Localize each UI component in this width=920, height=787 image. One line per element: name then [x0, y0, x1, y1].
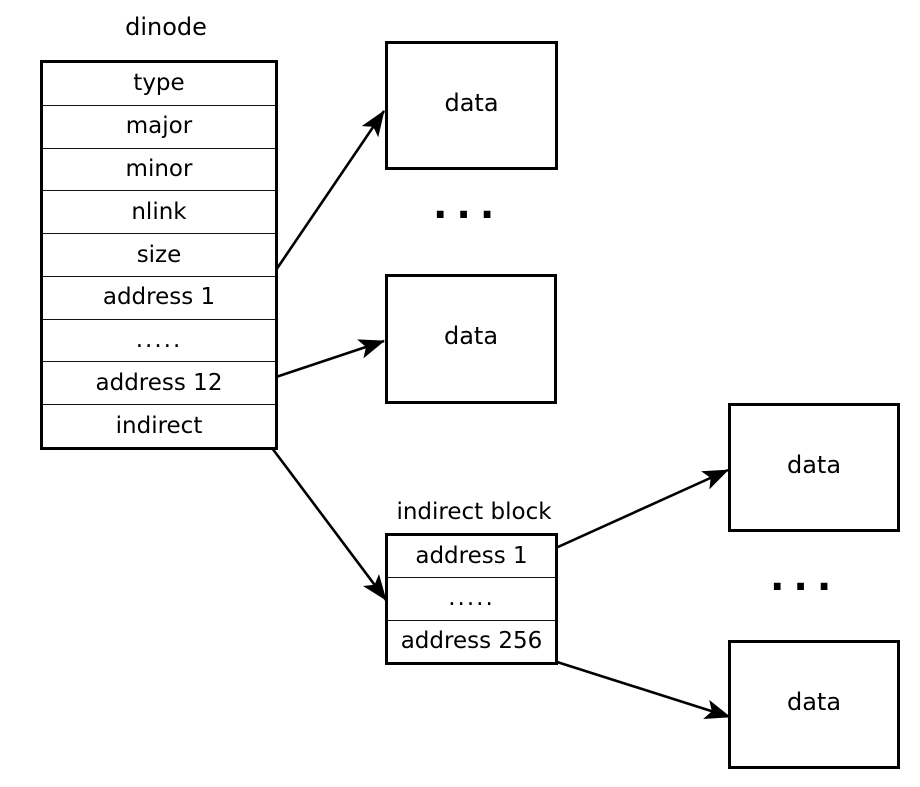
dinode-row-major: major [43, 106, 275, 149]
data-box-2: data [385, 274, 557, 404]
ellipsis-direct: ... [433, 183, 504, 227]
indirect-block-table: address 1 ..... address 256 [385, 533, 558, 665]
dinode-row-minor: minor [43, 149, 275, 192]
dinode-row-nlink: nlink [43, 191, 275, 235]
indirect-block-title: indirect block [396, 499, 552, 525]
dinode-row-address-12: address 12 [43, 362, 275, 406]
arrow-ind-address256-to-data4 [534, 653, 731, 719]
dinode-title: dinode [125, 13, 207, 41]
dinode-table: type major minor nlink size address 1 ..… [40, 60, 278, 450]
ellipsis-indirect: ... [770, 555, 841, 599]
arrow-indirect-to-indirect-block [255, 427, 388, 601]
dinode-row-size: size [43, 234, 275, 277]
indirect-row-dots: ..... [388, 578, 555, 621]
dinode-row-address-1: address 1 [43, 277, 275, 320]
dinode-row-indirect: indirect [115, 412, 203, 439]
dinode-row-dots: ..... [43, 320, 275, 363]
indirect-row-address-1: address 1 [388, 536, 555, 579]
dinode-row-type: type [43, 63, 275, 106]
arrow-ind-address1-to-data3 [537, 468, 729, 558]
data-box-1: data [385, 41, 558, 170]
indirect-row-address-256: address 256 [400, 627, 543, 654]
data-box-4: data [728, 640, 900, 769]
data-box-3: data [728, 403, 900, 532]
